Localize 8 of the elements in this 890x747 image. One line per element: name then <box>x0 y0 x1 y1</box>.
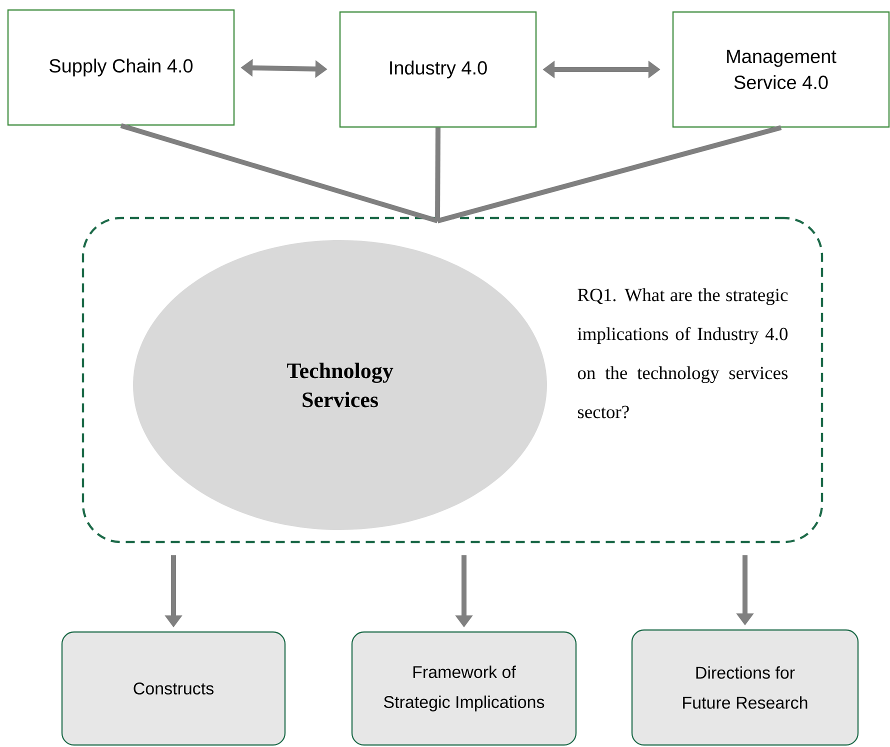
outcome-box: Directions for Future Research <box>631 629 859 746</box>
concept-box: Supply Chain 4.0 <box>7 9 235 126</box>
outcome-box: Framework of Strategic Implications <box>351 631 577 746</box>
question-text: RQ1. What are the strategic implications of Industry 4.0 on the technology services sector? <box>578 288 788 418</box>
dashed-region <box>82 216 824 544</box>
concept-box: Industry 4.0 <box>339 11 537 128</box>
concept-box: Management Service 4.0 <box>672 11 890 128</box>
outcome-box: Constructs <box>61 631 286 746</box>
